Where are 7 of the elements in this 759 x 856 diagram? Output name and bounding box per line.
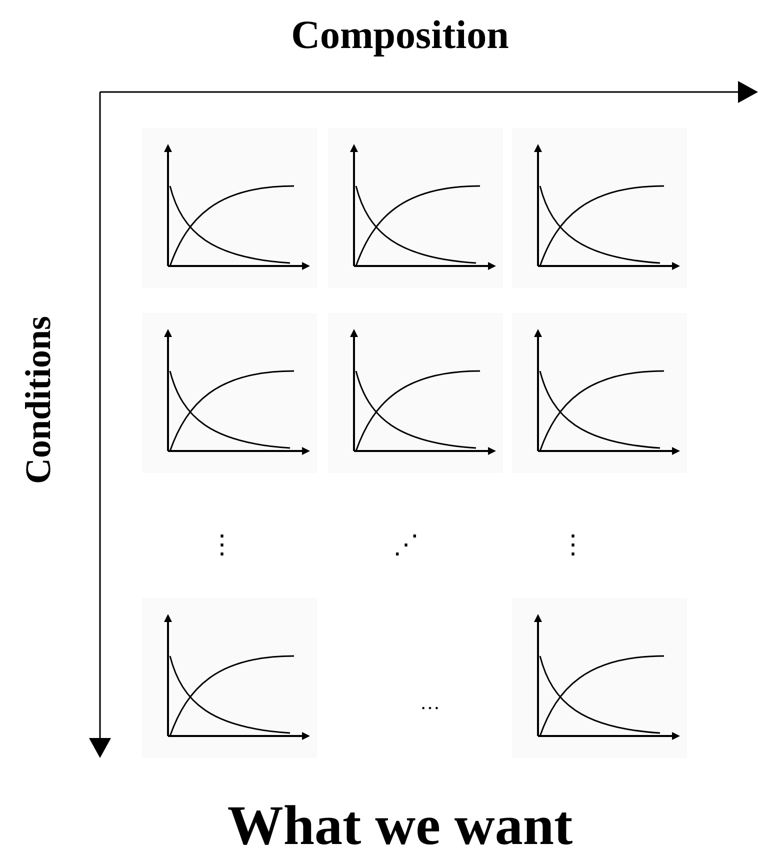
ellipsis-mark: ⋮ xyxy=(209,532,235,558)
ellipsis-mark: … xyxy=(420,693,440,713)
axis-label: Composition xyxy=(291,15,509,55)
axis-label: Conditions xyxy=(20,316,56,484)
ellipsis-mark: ⋮ xyxy=(560,532,586,558)
caption: What we want xyxy=(227,798,573,854)
ellipsis-mark: ⋰ xyxy=(393,532,419,558)
